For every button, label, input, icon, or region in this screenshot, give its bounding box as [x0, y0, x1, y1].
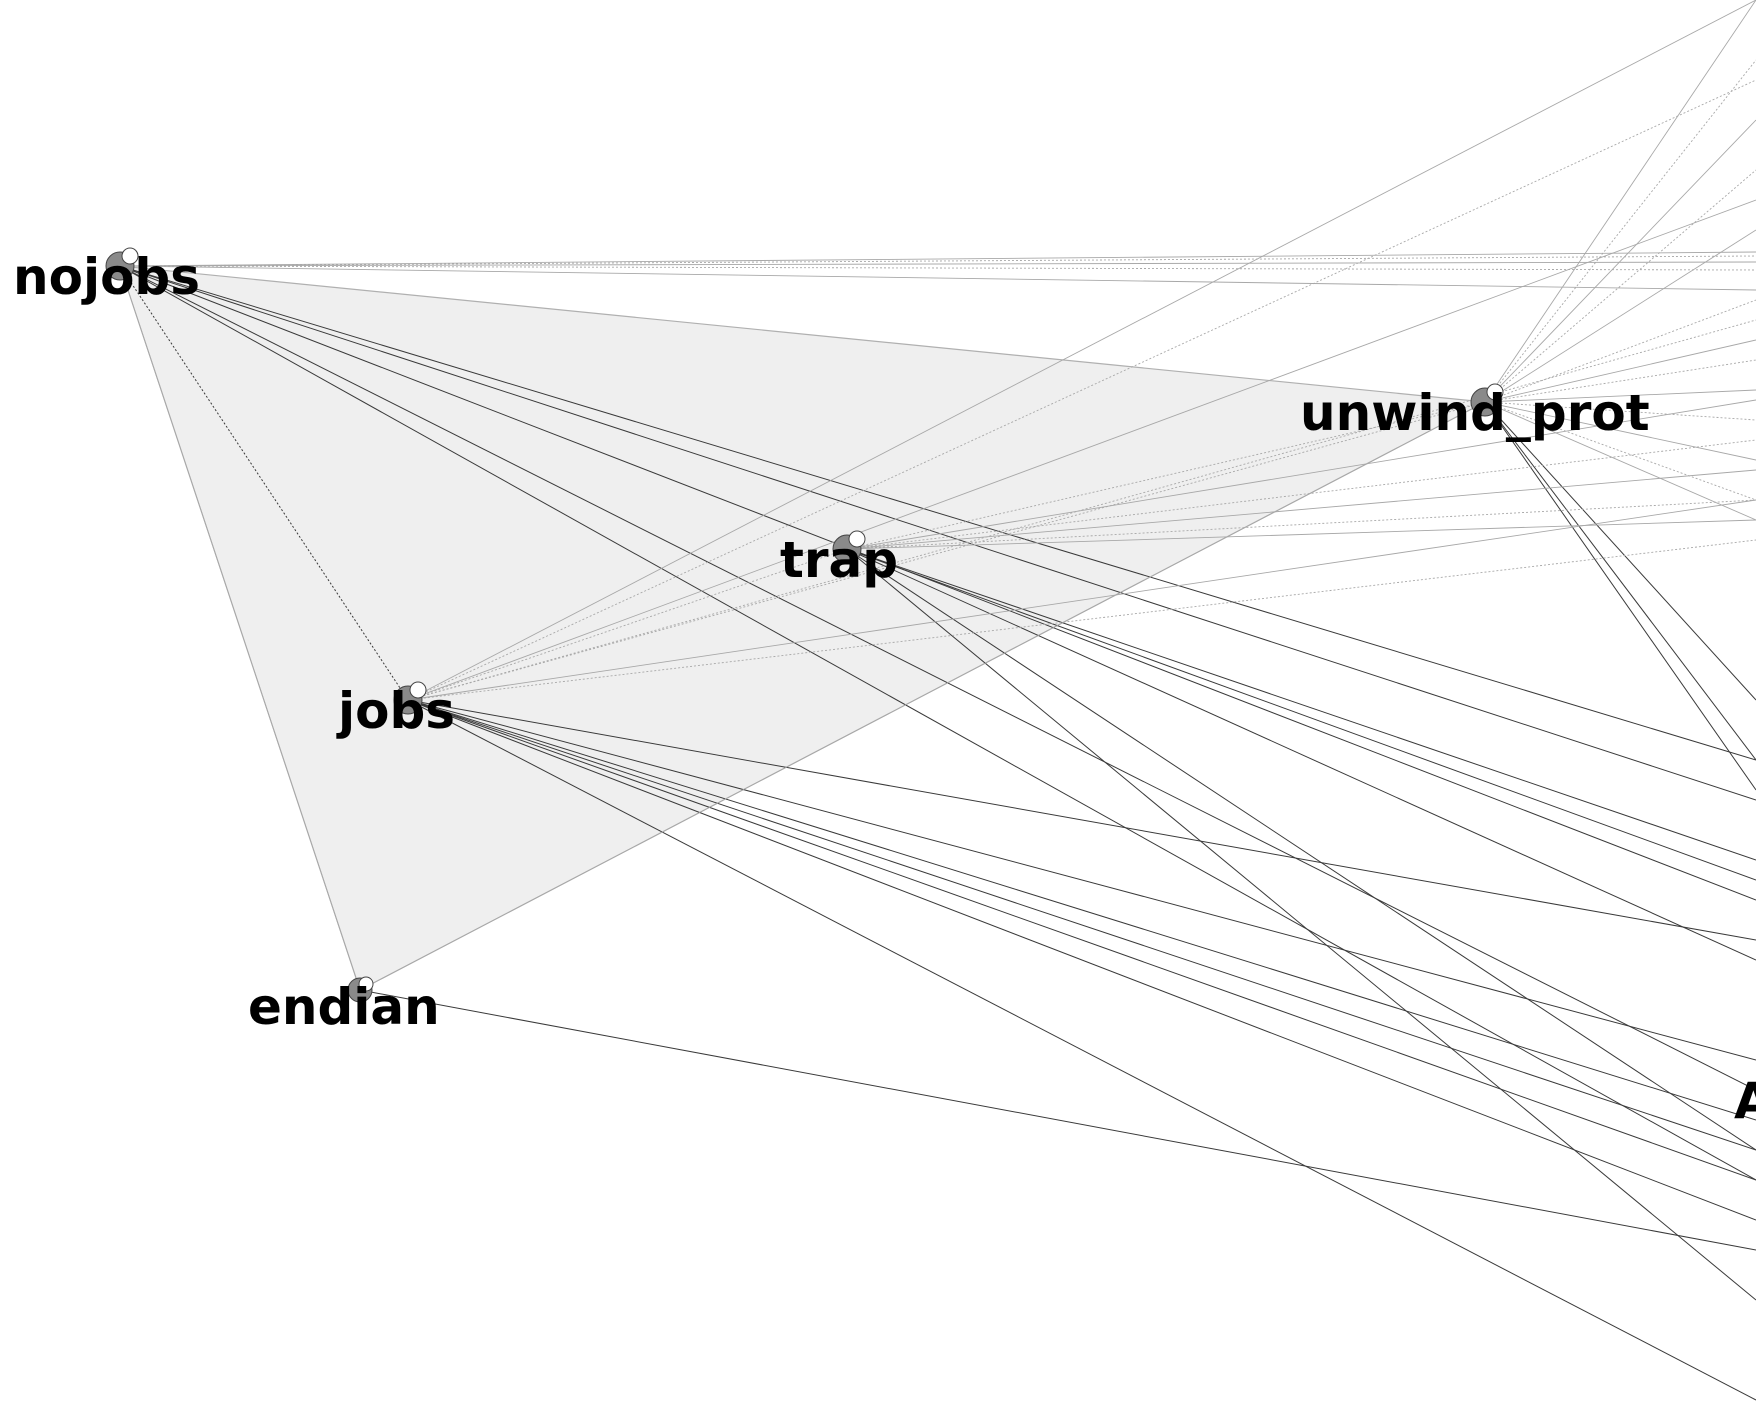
edge-line	[846, 399, 1756, 550]
edge-line	[1484, 401, 1756, 461]
edge-line	[846, 548, 1756, 881]
edge-line	[407, 79, 1756, 701]
edge-line	[1484, 389, 1756, 403]
node-nojobs-handle[interactable]	[121, 247, 139, 265]
edge-line	[846, 548, 1756, 861]
edge-line	[1484, 401, 1756, 421]
node-offscreen-label: A	[1734, 1072, 1756, 1130]
edge-line	[119, 265, 361, 991]
edge-line	[846, 439, 1756, 550]
node-endian-label: endian	[248, 978, 440, 1036]
node-unwind_prot-label: unwind_prot	[1300, 384, 1650, 442]
edge-line	[407, 499, 1756, 701]
edge-line	[1484, 119, 1756, 403]
edge-line	[407, 699, 1756, 1221]
edge-line	[407, 699, 1756, 941]
edge-line	[1484, 169, 1756, 403]
node-endian-handle[interactable]	[358, 976, 374, 992]
cluster-hull	[119, 265, 1488, 991]
edge-line	[119, 265, 1756, 761]
node-endian[interactable]: endian	[248, 976, 440, 1036]
edge-line	[1484, 0, 1756, 403]
edge-line	[1484, 401, 1756, 791]
edge-line	[407, 199, 1756, 701]
node-jobs-label: jobs	[336, 682, 455, 740]
edge-line	[846, 548, 1756, 1301]
node-layer: nojobs unwind_prot trap jobs endian A	[13, 247, 1756, 1130]
edge-line	[119, 265, 1756, 901]
node-trap[interactable]: trap	[780, 530, 898, 589]
edge-line	[1484, 401, 1756, 701]
edge-line	[119, 265, 1756, 801]
node-trap-label: trap	[780, 531, 898, 589]
edge-line	[1484, 229, 1756, 403]
edge-line	[407, 548, 848, 701]
edge-line	[1484, 401, 1756, 521]
edge-line	[407, 699, 1756, 1061]
edge-line	[846, 401, 1486, 550]
edge-line	[119, 261, 1756, 267]
edge-line	[119, 265, 1756, 1181]
edge-line	[407, 319, 1756, 701]
edge-line	[119, 265, 1756, 271]
edge-line	[119, 255, 1756, 267]
edge-layer	[119, 0, 1756, 1401]
edge-line	[846, 519, 1756, 550]
edge-line	[1484, 401, 1756, 761]
edge-line	[1484, 359, 1756, 403]
node-unwind_prot[interactable]: unwind_prot	[1300, 383, 1650, 442]
node-unwind_prot-handle[interactable]	[1486, 383, 1504, 401]
node-jobs[interactable]: jobs	[336, 681, 455, 740]
edge-line	[1484, 401, 1756, 501]
edge-line	[119, 265, 409, 701]
edge-line	[119, 265, 1756, 291]
node-nojobs-label: nojobs	[13, 248, 200, 306]
edge-line	[119, 265, 1756, 1091]
edge-line	[407, 699, 1756, 1401]
edge-line	[846, 548, 1756, 1151]
edge-line	[1484, 299, 1756, 403]
edge-line	[359, 989, 1756, 1251]
node-offscreen[interactable]: A	[1734, 1072, 1756, 1130]
node-trap-handle[interactable]	[848, 530, 866, 548]
edge-line	[119, 251, 1756, 267]
edge-line	[407, 699, 1756, 1151]
node-nojobs[interactable]: nojobs	[13, 247, 200, 306]
edge-line	[407, 699, 1756, 1121]
edge-line	[1484, 339, 1756, 403]
edge-line	[1484, 59, 1756, 403]
edge-line	[407, 699, 1756, 1181]
node-jobs-handle[interactable]	[409, 681, 427, 699]
edge-line	[407, 0, 1756, 701]
edge-line	[359, 401, 1486, 991]
edge-line	[846, 469, 1756, 550]
edge-line	[846, 548, 1756, 961]
